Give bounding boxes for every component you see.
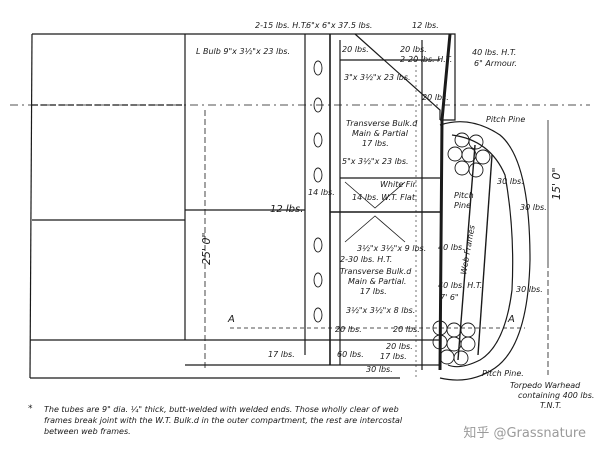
label-20a: 20 lbs. xyxy=(342,45,369,54)
label-20f: 20 lbs. xyxy=(386,342,413,351)
watermark: 知乎 @Grassnature xyxy=(463,426,586,441)
tube xyxy=(460,322,476,338)
label-40-ht: 40 lbs. H.T. xyxy=(472,48,516,57)
label-14: 14 lbs. xyxy=(308,188,335,197)
hole xyxy=(313,132,323,148)
tube xyxy=(439,349,455,365)
tube xyxy=(446,322,462,338)
label-angle-5x3: 5"x 3½"x 23 lbs. xyxy=(342,157,409,166)
label-pitch-pine-top: Pitch Pine xyxy=(486,115,525,124)
hole xyxy=(313,167,323,183)
tube xyxy=(453,350,469,366)
label-30c: 30 lbs. xyxy=(516,285,543,294)
label-pitch-pine-bot: Pitch Pine. xyxy=(482,369,524,378)
label-20b: 20 lbs. xyxy=(400,45,427,54)
tube xyxy=(454,160,470,176)
web-frame-2 xyxy=(477,154,493,356)
bracing xyxy=(344,181,406,243)
label-angle-3x3: 3"x 3½"x 23 lbs. xyxy=(344,73,411,82)
hole xyxy=(313,272,323,288)
web-frame-1 xyxy=(457,144,476,361)
bulge-outline xyxy=(439,121,531,381)
label-angle-3x3c: 3½"x 3½"x 8 lbs. xyxy=(346,306,415,315)
label-pitch-mid: Pitch xyxy=(454,191,474,200)
tube xyxy=(468,162,484,178)
hole xyxy=(313,97,323,113)
tube xyxy=(447,146,463,162)
hole xyxy=(313,237,323,253)
label-top-ht: 2-15 lbs. H.T. xyxy=(255,21,307,30)
label-17a: 17 lbs. xyxy=(268,350,295,359)
label-tb-1: Transverse Bulk.d xyxy=(346,119,418,128)
label-dim-7-6: 7' 6" xyxy=(440,293,459,302)
lightening-holes xyxy=(313,60,323,323)
label-17b: 17 lbs. xyxy=(380,352,407,361)
dim-15: 15' 0" xyxy=(550,167,563,200)
footnote-marker: * xyxy=(28,404,33,414)
tube xyxy=(468,134,484,150)
footnote-text: The tubes are 9" dia. ¼" thick, butt-wel… xyxy=(44,405,403,436)
label-2-30-ht: 2-30 lbs. H.T. xyxy=(340,255,392,264)
label-tb-3: 17 lbs. xyxy=(362,139,389,148)
tube-cluster-top xyxy=(447,132,491,178)
label-60: 60 lbs. xyxy=(337,350,364,359)
label-20c: 20 lbs. xyxy=(422,93,449,102)
label-angle-3x3b: 3½"x 3½"x 9 lbs. xyxy=(357,244,426,253)
label-pine-mid: Pine xyxy=(454,201,471,210)
label-tb2-2: Main & Partial. xyxy=(348,277,406,286)
hole xyxy=(313,60,323,76)
tube xyxy=(454,132,470,148)
label-torpedo-2: containing 400 lbs. xyxy=(518,391,594,400)
label-30b: 30 lbs. xyxy=(520,203,547,212)
label-12-left: 12 lbs. xyxy=(270,204,303,215)
bulge-inner xyxy=(447,134,514,368)
label-armour: 6" Armour. xyxy=(474,59,517,68)
armour-plate xyxy=(438,33,452,371)
label-30d: 30 lbs. xyxy=(366,365,393,374)
hole xyxy=(313,307,323,323)
label-tb-2: Main & Partial xyxy=(352,129,409,138)
label-l-bulb: L Bulb 9"x 3½"x 23 lbs. xyxy=(196,47,290,56)
label-2-20-ht: 2-20 lbs. H.T. xyxy=(400,55,452,64)
label-tb2-3: 17 lbs. xyxy=(360,287,387,296)
label-torpedo-3: T.N.T. xyxy=(540,401,562,410)
label-40a: 40 lbs. xyxy=(438,243,465,252)
label-20e: 20 lbs. xyxy=(393,325,420,334)
label-top-angle: 6"x 6"x 37.5 lbs. xyxy=(306,21,372,30)
tube-cluster-bottom xyxy=(432,320,476,366)
tube xyxy=(460,336,476,352)
label-top-12: 12 lbs. xyxy=(412,21,439,30)
label-white-fir: White Fir xyxy=(380,180,417,189)
label-40-ht-b: 40 lbs. H.T. xyxy=(438,281,482,290)
label-wt-flat: 14 lbs. W.T. Flat. xyxy=(352,193,418,202)
label-tb2-1: Transverse Bulk.d xyxy=(340,267,412,276)
label-torpedo-1: Torpedo Warhead xyxy=(510,381,581,390)
tube xyxy=(475,149,491,165)
diagonal-plating xyxy=(354,33,441,120)
label-20d: 20 lbs. xyxy=(335,325,362,334)
hull-outline xyxy=(32,33,456,121)
dim-25: 25' 0" xyxy=(200,232,213,265)
label-30a: 30 lbs. xyxy=(497,177,524,186)
section-a-right: A xyxy=(507,314,515,325)
section-a-left: A xyxy=(227,314,235,325)
hull-left-top xyxy=(29,33,33,379)
